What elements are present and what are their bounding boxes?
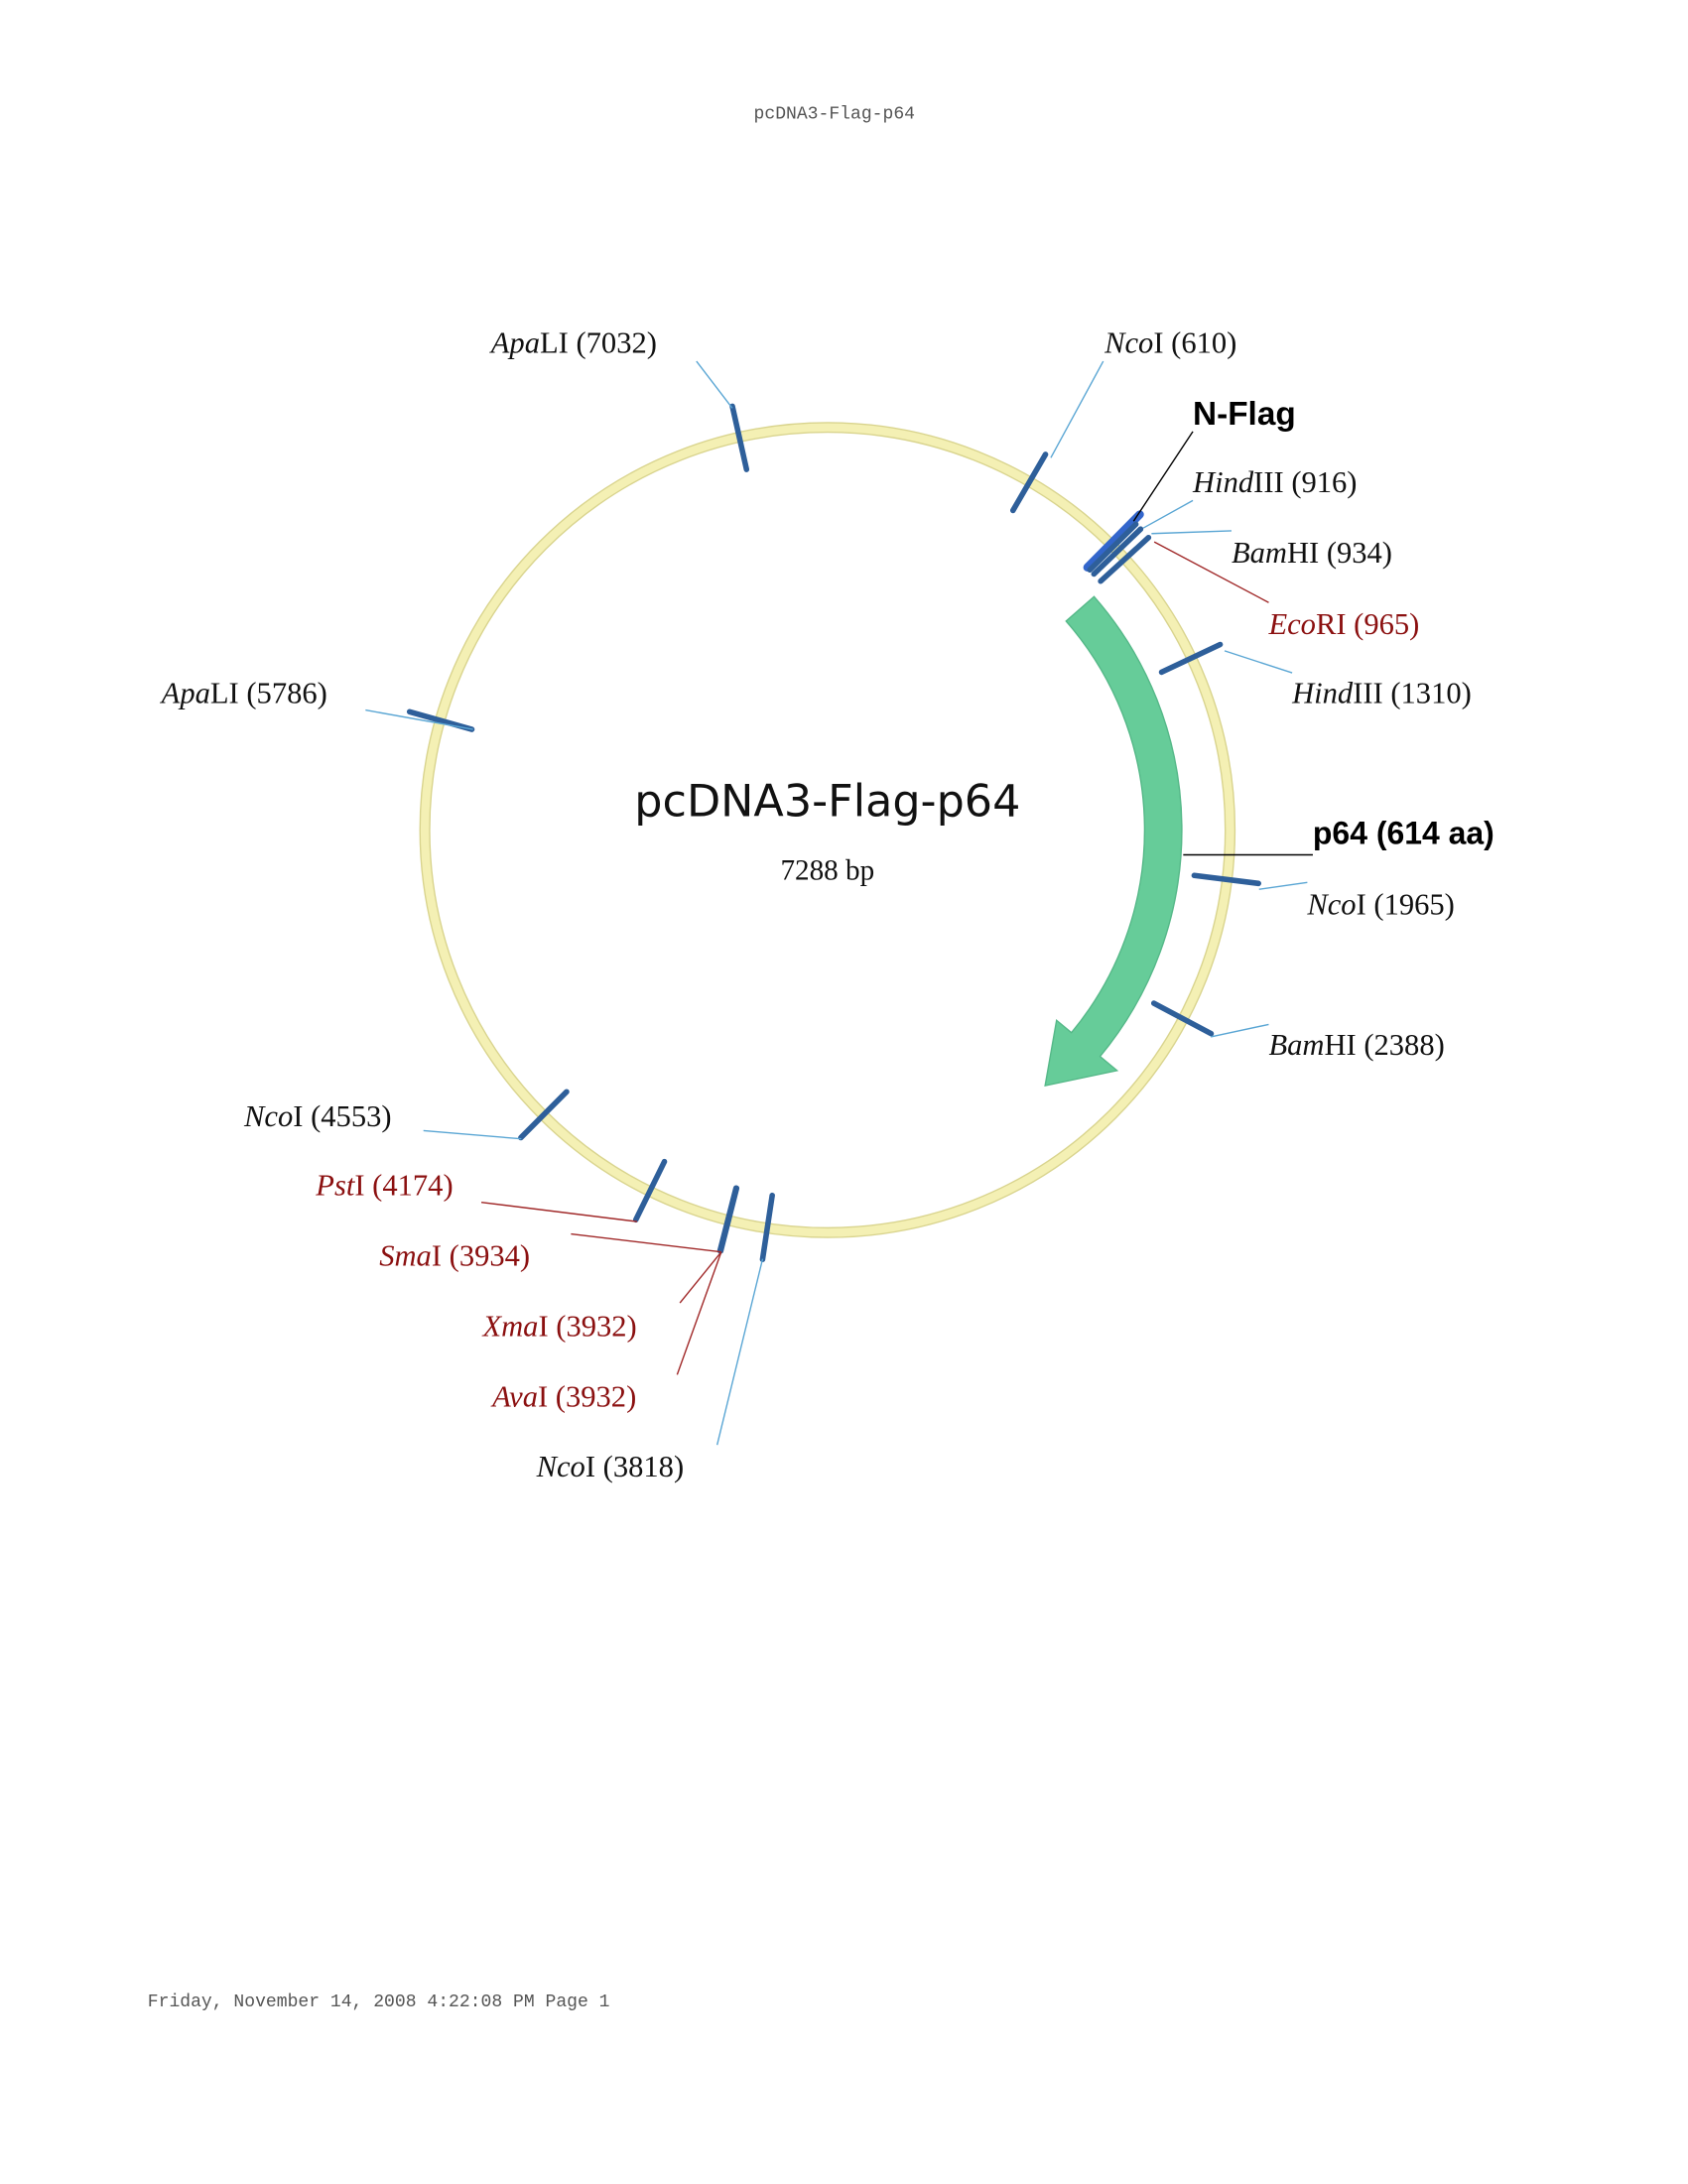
site-label-bamhi-934[interactable]: BamHI (934) bbox=[1232, 536, 1392, 570]
site-tick-hindiii-1310[interactable] bbox=[1158, 641, 1224, 676]
site-label-psti-4174[interactable]: PstI (4174) bbox=[315, 1169, 453, 1203]
site-label-apali-7032[interactable]: ApaLI (7032) bbox=[489, 326, 657, 360]
site-tick-ncoi-3818[interactable] bbox=[759, 1192, 775, 1263]
plasmid-size: 7288 bp bbox=[780, 855, 874, 887]
site-label-ncoi-1965[interactable]: NcoI (1965) bbox=[1306, 887, 1454, 921]
site-label-xmai-3932[interactable]: XmaI (3932) bbox=[480, 1309, 636, 1343]
leader-lines bbox=[365, 360, 1313, 1446]
site-label-apali-5786[interactable]: ApaLI (5786) bbox=[160, 677, 327, 710]
site-tick-apali-5786[interactable] bbox=[406, 708, 475, 732]
site-label-bamhi-2388[interactable]: BamHI (2388) bbox=[1268, 1028, 1444, 1062]
site-label-ecori-965[interactable]: EcoRI (965) bbox=[1267, 607, 1419, 641]
page-header: pcDNA3-Flag-p64 bbox=[754, 104, 915, 124]
site-tick-psti-4174[interactable] bbox=[632, 1158, 668, 1223]
site-label-hindiii-916[interactable]: HindIII (916) bbox=[1192, 465, 1357, 499]
site-label-ncoi-4553[interactable]: NcoI (4553) bbox=[243, 1099, 392, 1133]
backbone bbox=[419, 422, 1236, 1238]
site-tick-smai-3934[interactable] bbox=[716, 1185, 739, 1254]
site-tick-bamhi-934[interactable] bbox=[1091, 526, 1144, 578]
feature-label-nflag[interactable]: N-Flag bbox=[1193, 396, 1296, 433]
plasmid-name: pcDNA3-Flag-p64 bbox=[634, 777, 1020, 828]
site-label-smai-3934[interactable]: SmaI (3934) bbox=[379, 1239, 530, 1273]
site-label-ncoi-3818[interactable]: NcoI (3818) bbox=[536, 1450, 685, 1483]
site-tick-apali-7032[interactable] bbox=[729, 403, 750, 472]
site-tick-ncoi-610[interactable] bbox=[1009, 451, 1049, 514]
site-label-hindiii-1310[interactable]: HindIII (1310) bbox=[1291, 677, 1472, 710]
site-tick-ncoi-4553[interactable] bbox=[518, 1089, 570, 1141]
p64-feature-arrow[interactable] bbox=[1044, 595, 1183, 1088]
site-tick-hindiii-916[interactable] bbox=[1087, 521, 1139, 574]
page-footer: Friday, November 14, 2008 4:22:08 PM Pag… bbox=[148, 1992, 610, 2012]
feature-label-p64[interactable]: p64 (614 aa) bbox=[1313, 815, 1494, 850]
site-tick-ncoi-1965[interactable] bbox=[1191, 872, 1261, 887]
site-tick-ecori-965[interactable] bbox=[1098, 534, 1152, 584]
nflag-feature-mark[interactable] bbox=[1083, 510, 1144, 572]
site-tick-bamhi-2388[interactable] bbox=[1150, 1000, 1215, 1037]
site-label-ncoi-610[interactable]: NcoI (610) bbox=[1104, 326, 1236, 360]
site-label-avai-3932[interactable]: AvaI (3932) bbox=[490, 1379, 636, 1413]
